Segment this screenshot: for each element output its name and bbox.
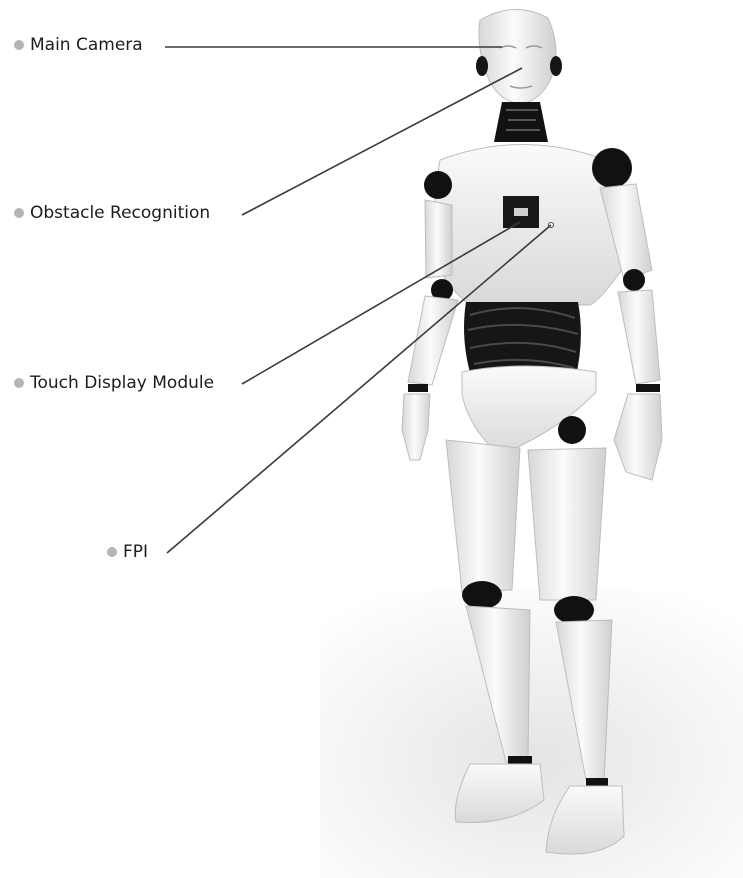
bullet-dot: [14, 208, 24, 218]
robot-hip-joint: [558, 416, 586, 444]
robot-knee-right: [554, 596, 594, 624]
callout-label-main-camera: Main Camera: [30, 35, 143, 55]
robot-shoulder-left: [424, 171, 452, 199]
callout-touch-display-module: Touch Display Module: [14, 373, 214, 393]
bullet-dot: [107, 547, 117, 557]
robot-thigh-left: [446, 440, 520, 592]
callout-label-touch-display-module: Touch Display Module: [30, 373, 214, 393]
robot-shoulder-right: [592, 148, 632, 188]
robot-hand-left: [402, 394, 430, 460]
callout-main-camera: Main Camera: [14, 35, 143, 55]
robot-forearm-right: [618, 290, 660, 384]
robot-head: [479, 9, 556, 104]
robot-ear-left: [476, 56, 488, 76]
callout-label-fpi: FPI: [123, 542, 148, 562]
robot-knee-left: [462, 581, 502, 609]
callout-fpi: FPI: [107, 542, 148, 562]
robot-ear-right: [550, 56, 562, 76]
robot-upper-arm-left: [425, 200, 452, 278]
callout-label-obstacle-recognition: Obstacle Recognition: [30, 203, 210, 223]
floor-shadow: [320, 590, 743, 878]
callout-obstacle-recognition: Obstacle Recognition: [14, 203, 210, 223]
robot-thigh-right: [528, 448, 606, 600]
robot-hand-right: [614, 394, 662, 480]
robot-neck: [494, 102, 548, 142]
robot-elbow-right: [623, 269, 645, 291]
bullet-dot: [14, 378, 24, 388]
bullet-dot: [14, 40, 24, 50]
